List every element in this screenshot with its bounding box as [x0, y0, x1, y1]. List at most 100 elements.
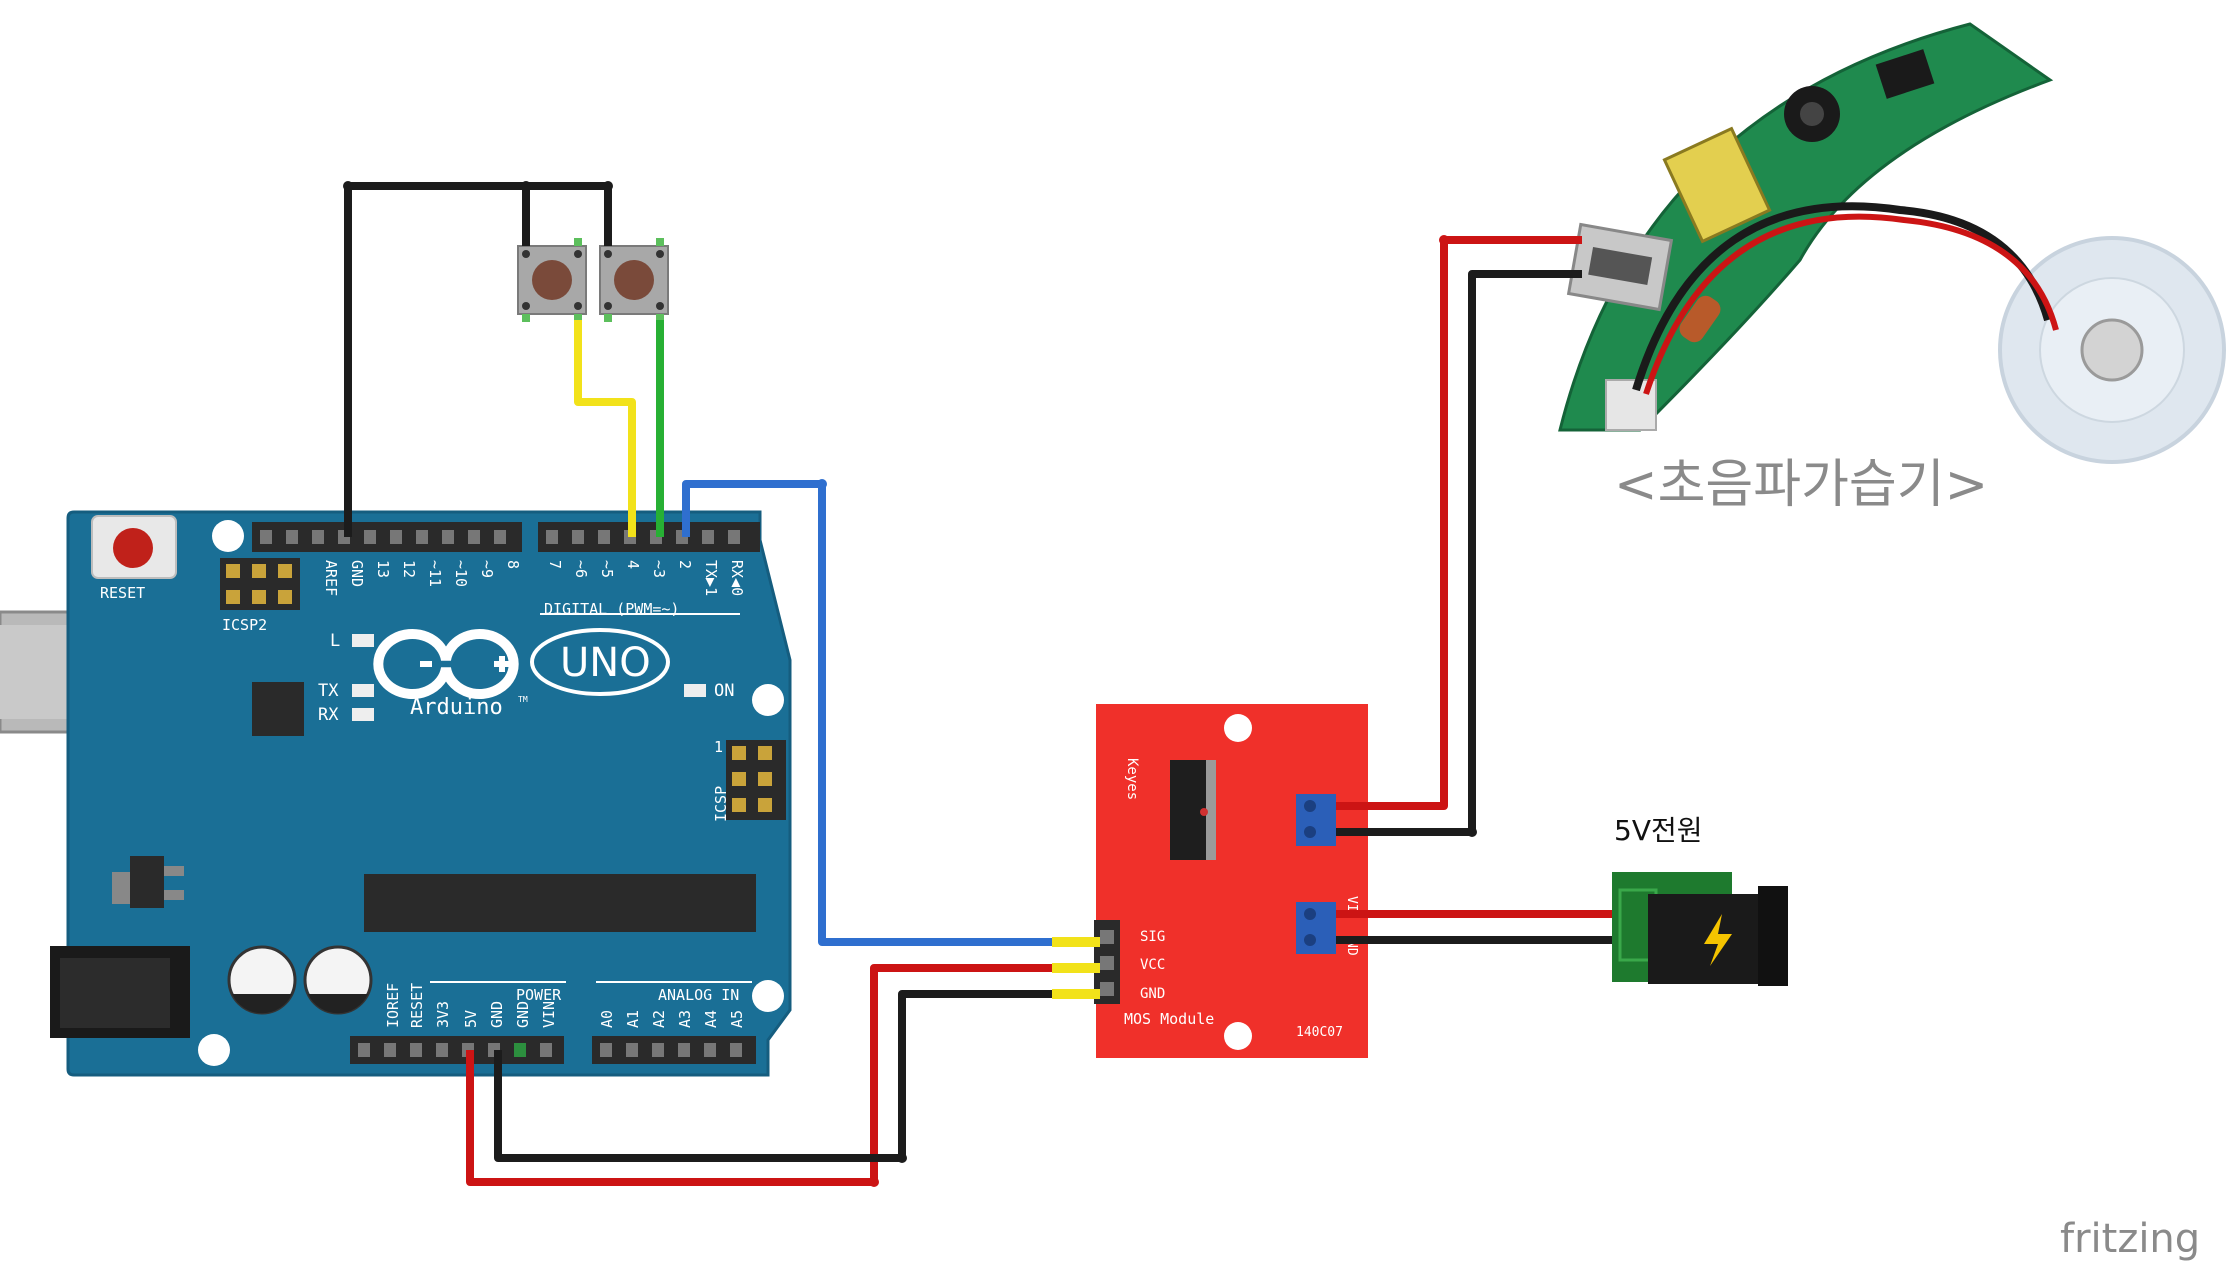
- pin-label: 12: [400, 560, 418, 578]
- capacitor: [227, 945, 297, 1015]
- pin-label: A0: [598, 1010, 616, 1028]
- wire-out-humidifier-neg[interactable]: [1336, 270, 1582, 836]
- pin-label: 3V3: [434, 1001, 452, 1028]
- pin-label: A2: [650, 1010, 668, 1028]
- sig-pin-label: SIG: [1140, 929, 1165, 945]
- output-terminal[interactable]: [1296, 794, 1336, 846]
- digital-label: DIGITAL (PWM=~): [544, 600, 679, 618]
- pin-label: GND: [348, 560, 366, 587]
- dc-barrel-jack: [50, 946, 190, 1038]
- mos-module-pcb: [1096, 704, 1368, 1058]
- pin-label: AREF: [322, 560, 340, 596]
- mos-module: Keyes VI ND SIG VCC GND MOS Module 140C0…: [1094, 704, 1368, 1058]
- top-pin-labels: AREF GND 13 12 ~11 ~10 ~9 8 7 ~6 ~5 4 ~3…: [322, 560, 746, 596]
- piezo-cable: [1643, 213, 2059, 395]
- pin-label: ~3: [650, 560, 668, 578]
- mount-hole: [752, 684, 784, 716]
- voltage-regulator: [112, 856, 184, 908]
- pin-label: 5V: [462, 1010, 480, 1028]
- pin-label: A4: [702, 1010, 720, 1028]
- vcc-pin-label: VCC: [1140, 957, 1165, 973]
- pin-label: 8: [504, 560, 522, 569]
- pin-label: A5: [728, 1010, 746, 1028]
- mount-hole: [1224, 714, 1252, 742]
- pin-label: ~10: [452, 560, 470, 587]
- arduino-brand-label: Arduino: [410, 695, 503, 720]
- led-rx: [352, 708, 374, 721]
- icsp2-label: ICSP2: [222, 616, 267, 634]
- analog-label: ANALOG IN: [658, 986, 739, 1004]
- mount-hole: [198, 1034, 230, 1066]
- reset-button-cap[interactable]: [113, 528, 153, 568]
- pin-label: ~6: [572, 560, 590, 578]
- pin-label: RX◀0: [728, 560, 746, 596]
- led-on-label: ON: [714, 681, 734, 701]
- transformer: [1662, 126, 1772, 244]
- power-header: [350, 1036, 564, 1064]
- input-terminal[interactable]: [1296, 902, 1336, 954]
- led-l: [352, 634, 374, 647]
- trademark-label: TM: [518, 695, 528, 704]
- top-header-left: [252, 522, 522, 552]
- lightning-icon: [1704, 914, 1732, 966]
- pin-label: VIN: [540, 1001, 558, 1028]
- reset-label: RESET: [100, 584, 145, 602]
- bottom-pin-labels: IOREF RESET 3V3 5V GND GND VIN A0 A1 A2 …: [384, 983, 746, 1028]
- pin-label: RESET: [408, 983, 426, 1028]
- led-tx-label: TX: [318, 681, 339, 701]
- icsp2-header: [220, 558, 300, 610]
- pin-label: 2: [676, 560, 694, 569]
- usb-chip: [252, 682, 304, 736]
- pin-label: TX▶1: [702, 560, 720, 596]
- mos-module-code: 140C07: [1296, 1025, 1343, 1040]
- pin-label: GND: [488, 1001, 506, 1028]
- gnd-pin-label: GND: [1140, 986, 1165, 1002]
- pin-label: 7: [546, 560, 564, 569]
- uno-label: UNO: [560, 640, 651, 686]
- icsp-header: [726, 740, 786, 820]
- wire-out-humidifier-pos[interactable]: [1336, 236, 1582, 810]
- driver-ic: [1875, 49, 1935, 99]
- vin-label: VI: [1344, 896, 1359, 912]
- wire-button1-pin4[interactable]: [574, 320, 636, 537]
- push-button-2[interactable]: [599, 238, 669, 322]
- mos-brand-label: Keyes: [1124, 758, 1140, 800]
- pin-label: ~9: [478, 560, 496, 578]
- analog-header: [592, 1036, 756, 1064]
- signal-header[interactable]: [1094, 920, 1120, 1004]
- wires: [343, 181, 1612, 1187]
- humidifier-module: [1558, 22, 2226, 464]
- pin-label: 4: [624, 560, 642, 569]
- pin-label: A1: [624, 1010, 642, 1028]
- pin-label: 13: [374, 560, 392, 578]
- mos-module-name: MOS Module: [1124, 1010, 1214, 1028]
- icsp-pin1-label: 1: [714, 738, 723, 756]
- mount-hole: [212, 520, 244, 552]
- arduino-logo: [373, 628, 670, 699]
- capacitor: [303, 945, 373, 1015]
- led-tx: [352, 684, 374, 697]
- pin-label: A3: [676, 1010, 694, 1028]
- power-source-label: 5V전원: [1614, 814, 1703, 847]
- pin-label: ~5: [598, 560, 616, 578]
- pin-label: IOREF: [384, 983, 402, 1028]
- humidifier-label: <초음파가습기>: [1614, 455, 1988, 515]
- led-rx-label: RX: [318, 705, 339, 725]
- board-pcb: [66, 510, 792, 1077]
- pin-label: ~11: [426, 560, 444, 587]
- mount-hole: [752, 980, 784, 1012]
- icsp-label: ICSP: [712, 786, 730, 822]
- microcontroller-chip: [364, 874, 756, 932]
- led-l-label: L: [330, 631, 340, 651]
- inductor: [1679, 295, 1721, 343]
- fritzing-watermark: fritzing: [2060, 1216, 2200, 1262]
- wire-gnd-buttons[interactable]: [344, 182, 612, 537]
- push-button-1[interactable]: [517, 238, 587, 322]
- top-header-right: [538, 522, 760, 552]
- led-on: [684, 684, 706, 697]
- arduino-uno-board: RESET ICSP2: [0, 510, 792, 1077]
- pin-label: GND: [514, 1001, 532, 1028]
- power-jack: [1612, 872, 1788, 986]
- power-label: POWER: [516, 986, 562, 1004]
